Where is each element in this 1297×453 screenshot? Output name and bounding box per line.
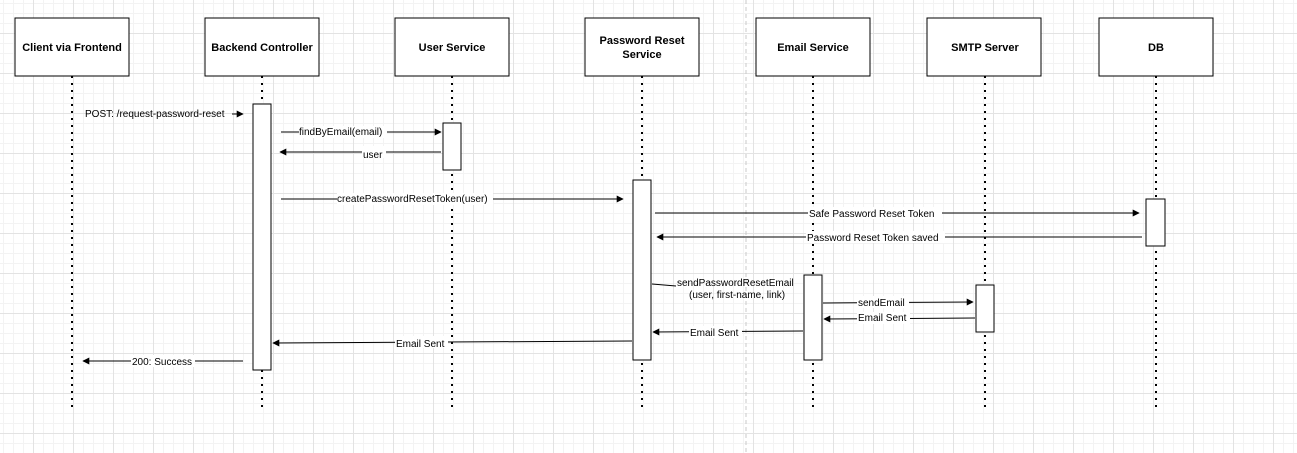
- participant-label-user-service: User Service: [419, 42, 486, 54]
- message-label-reset-service-sent: Email Sent: [396, 339, 445, 350]
- participant-box-db[interactable]: [1098, 17, 1214, 77]
- participant-label-password-reset-service: Password Reset: [600, 35, 685, 47]
- message-label-find-by-email: findByEmail(email): [299, 127, 382, 138]
- activation-db[interactable]: [1145, 198, 1166, 247]
- activation-password-reset-service[interactable]: [632, 179, 652, 361]
- activation-backend[interactable]: [252, 103, 272, 371]
- activation-user-service[interactable]: [442, 122, 462, 171]
- participant-label-smtp-server: SMTP Server: [951, 42, 1019, 54]
- participant-box-user-service[interactable]: [394, 17, 510, 77]
- message-arrow-reset-service-sent[interactable]: [272, 339, 633, 347]
- message-label-create-token: createPasswordResetToken(user): [337, 194, 488, 205]
- participant-box-backend[interactable]: [204, 17, 320, 77]
- participant-label-db: DB: [1148, 42, 1164, 54]
- message-label-send-reset-email: sendPasswordResetEmail: [677, 278, 794, 289]
- message-connector-send-reset-email[interactable]: [651, 283, 677, 287]
- activation-email-service[interactable]: [803, 274, 823, 361]
- participant-box-client[interactable]: [14, 17, 130, 77]
- participant-label-backend: Backend Controller: [211, 42, 313, 54]
- message-label-send-reset-email-args: (user, first-name, link): [689, 290, 785, 301]
- participant-label-client: Client via Frontend: [22, 42, 122, 54]
- message-label-email-service-sent: Email Sent: [690, 328, 739, 339]
- message-label-save-token: Safe Password Reset Token: [809, 209, 934, 220]
- message-label-send-email: sendEmail: [858, 298, 905, 309]
- message-label-token-saved: Password Reset Token saved: [807, 233, 939, 244]
- participant-label-email-service: Email Service: [777, 42, 849, 54]
- message-label-success: 200: Success: [132, 357, 192, 368]
- message-label-user-return: user: [363, 150, 383, 161]
- message-label-request-reset: POST: /request-password-reset: [85, 109, 225, 120]
- participant-box-email-service[interactable]: [755, 17, 871, 77]
- participant-label-password-reset-service-line2: Service: [622, 49, 661, 61]
- message-label-smtp-email-sent: Email Sent: [858, 313, 907, 324]
- activation-smtp-server[interactable]: [975, 284, 995, 333]
- participant-box-smtp-server[interactable]: [926, 17, 1042, 77]
- participant-box-password-reset-service[interactable]: [584, 17, 700, 77]
